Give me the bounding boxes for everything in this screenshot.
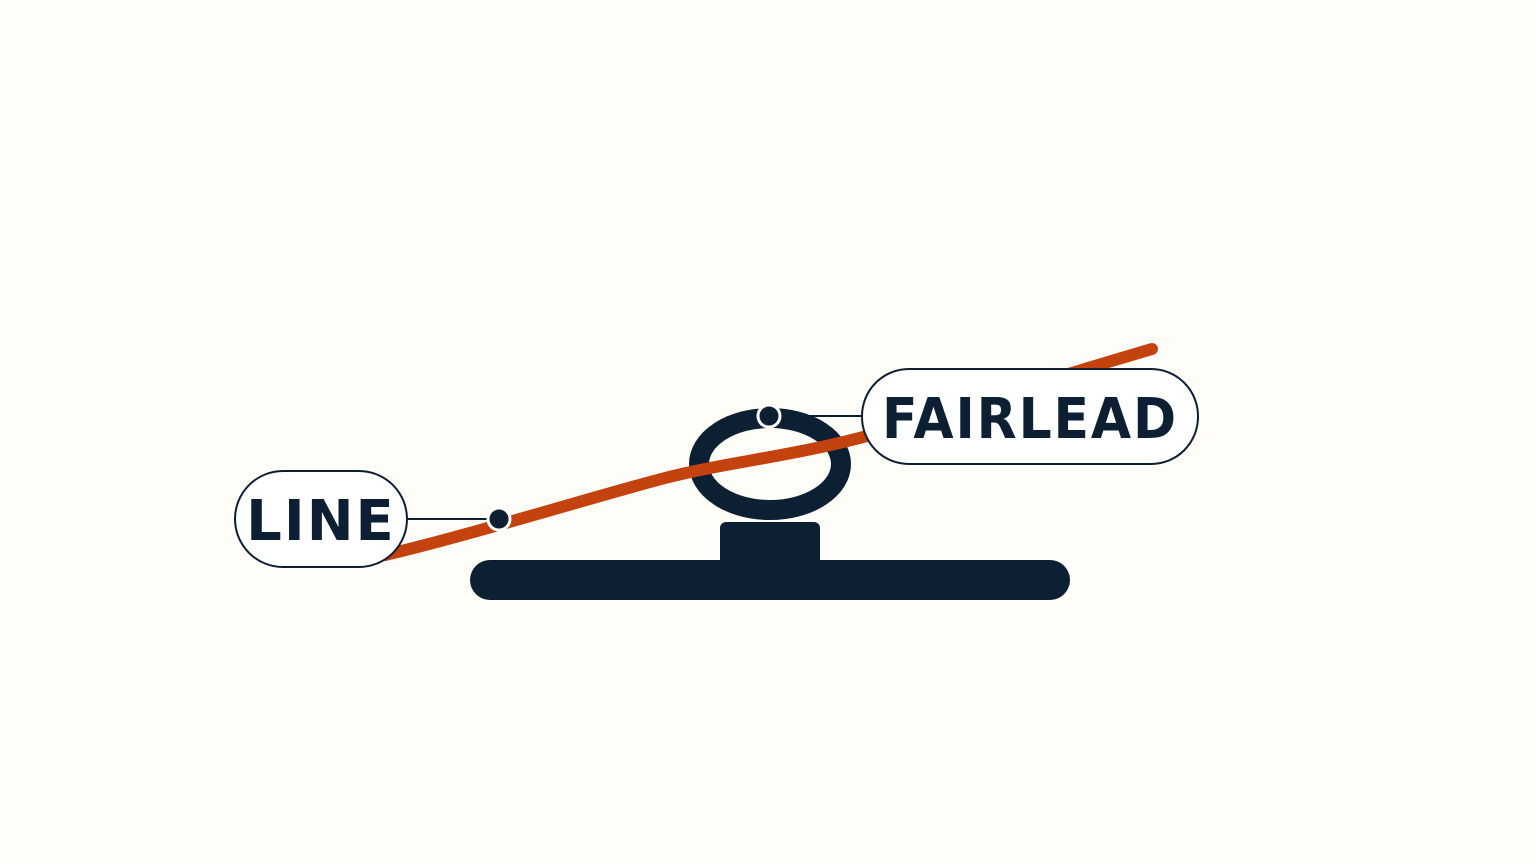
- deck-base-plate: [470, 560, 1070, 600]
- fairlead-pedestal: [720, 522, 820, 568]
- line-callout-dot: [486, 506, 512, 532]
- line-label-box: [234, 470, 408, 568]
- line-label-text: LINE: [246, 489, 396, 554]
- fairlead-callout-dot: [756, 403, 782, 429]
- fairlead-label-box: [861, 368, 1199, 465]
- fairlead-label-text: FAIRLEAD: [882, 387, 1178, 452]
- fairlead-label: FAIRLEAD: [861, 368, 1199, 465]
- line-label: LINE: [234, 470, 408, 568]
